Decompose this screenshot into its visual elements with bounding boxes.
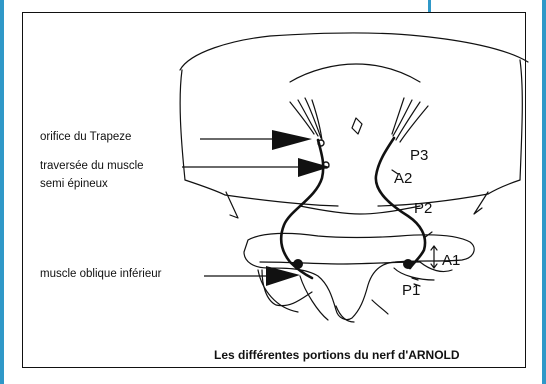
label-p2: P2 (414, 200, 432, 217)
label-a2: A2 (394, 170, 412, 187)
arrowhead-trapeze (272, 130, 312, 150)
label-orifice-trapeze: orifice du Trapeze (40, 131, 131, 143)
figure-caption: Les différentes portions du nerf d'ARNOL… (214, 348, 460, 362)
label-muscle-oblique: muscle oblique inférieur (40, 268, 161, 280)
protuberance (352, 118, 362, 134)
label-p1: P1 (402, 282, 420, 299)
label-traversee-line1: traversée du muscle (40, 160, 144, 172)
label-traversee-line2: semi épineux (40, 178, 108, 190)
skull-right-side (520, 60, 522, 180)
skull-left-side (180, 70, 185, 180)
arrowhead-traversee (298, 158, 330, 177)
label-p3: P3 (410, 147, 428, 164)
label-a1: A1 (442, 252, 460, 269)
